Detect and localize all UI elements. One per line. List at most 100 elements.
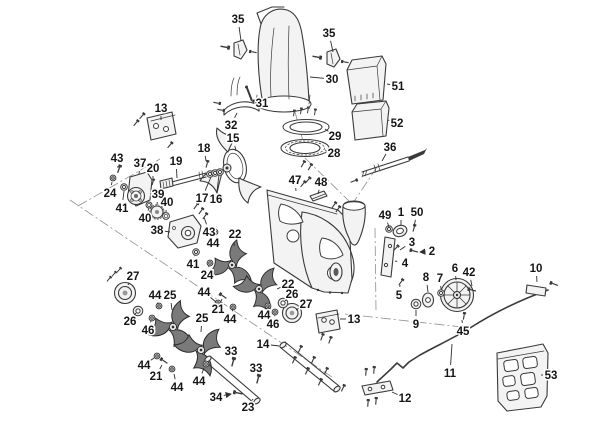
callout-leader-line (127, 282, 130, 286)
callout-leader-line (164, 230, 171, 233)
part-1-bearing (392, 224, 408, 238)
bolt-icon (373, 396, 379, 406)
callout-10: 10 (528, 262, 544, 283)
callout-31: 31 (252, 97, 270, 112)
bolt-icon (203, 159, 211, 169)
callout-label: 42 (463, 267, 476, 279)
callout-44: 44 (256, 305, 272, 324)
callout-leader-line (267, 305, 270, 309)
part-51-cover-box (346, 55, 387, 105)
callout-40: 40 (159, 196, 175, 213)
callout-leader-line (204, 155, 207, 162)
bolt-icon (461, 311, 467, 321)
callout-22: 22 (276, 278, 296, 293)
callout-label: 29 (329, 131, 342, 143)
part-9-bearing (410, 298, 422, 310)
callout-label: 19 (170, 156, 183, 168)
part-13-flange-bracket-upper (146, 111, 177, 141)
callout-label: 26 (286, 289, 299, 301)
callout-leader-line (223, 391, 232, 399)
callout-5: 5 (394, 284, 404, 304)
callout-46: 46 (140, 320, 156, 339)
callout-leader-line (270, 344, 280, 347)
part-47-auger-housing (266, 189, 366, 295)
nut-icon (168, 365, 176, 373)
washer-icon (216, 168, 224, 176)
callout-2: 2 (419, 245, 437, 260)
callout-label: 32 (225, 120, 238, 132)
callout-label: 25 (196, 313, 209, 325)
callout-leader-line (426, 284, 429, 293)
part-29-chute-ring (282, 119, 330, 135)
part-36-chute-crank-shaft (361, 148, 427, 178)
callout-label: 35 (232, 14, 245, 26)
callout-25: 25 (162, 289, 178, 311)
callout-label: 43 (203, 227, 216, 239)
callout-label: 15 (227, 133, 240, 145)
nut-icon (109, 174, 117, 182)
callout-leader-line (381, 153, 387, 162)
callout-50: 50 (409, 206, 425, 228)
bolt-icon (217, 291, 229, 301)
bolt-icon (548, 280, 560, 288)
callout-leader-line (209, 296, 217, 303)
bolt-icon (365, 398, 371, 408)
bolt-icon (311, 53, 323, 61)
bolt-icon (339, 383, 347, 393)
callout-label: 27 (300, 299, 313, 311)
callout-44: 44 (191, 367, 207, 390)
nut-icon (153, 352, 161, 360)
callout-leader-line (386, 83, 391, 86)
bolt-icon (303, 175, 313, 185)
part-32-chute-bracket (223, 76, 260, 116)
callout-25: 25 (194, 312, 210, 333)
callout-48: 48 (313, 176, 329, 195)
part-8-hub (421, 292, 435, 308)
callout-label: 33 (225, 346, 238, 358)
callout-leader-line (134, 312, 137, 315)
callout-label: 5 (396, 290, 403, 302)
callout-label: 31 (256, 98, 269, 110)
callout-leader-line (252, 99, 255, 101)
callout-leader-line (234, 112, 238, 119)
callout-leader-line (201, 367, 205, 374)
callout-53: 53 (541, 369, 559, 384)
callout-leader-line (150, 320, 152, 323)
bolt-icon (110, 269, 118, 278)
callout-leader-line (391, 391, 398, 396)
bolt-icon (197, 206, 206, 216)
bolt-icon (340, 59, 350, 65)
callout-label: 30 (326, 74, 339, 86)
callout-28: 28 (324, 147, 342, 162)
part-48-bracket (309, 190, 328, 202)
callout-44: 44 (147, 289, 163, 305)
callout-1: 1 (396, 206, 406, 225)
callout-26: 26 (284, 288, 300, 303)
callout-32: 32 (223, 112, 239, 134)
callout-leader-line (330, 40, 334, 53)
callout-leader-line (317, 189, 320, 195)
callout-label: 46 (267, 319, 280, 331)
callout-41: 41 (114, 190, 130, 217)
callout-leader-line (387, 119, 390, 121)
callout-label: 44 (198, 287, 211, 299)
callout-label: 37 (134, 158, 147, 170)
bolt-icon (158, 356, 170, 366)
callout-leader-line (157, 302, 159, 305)
callout-20: 20 (145, 162, 161, 179)
callout-8: 8 (421, 271, 431, 293)
callout-4: 4 (394, 257, 410, 272)
callout-label: 4 (402, 258, 409, 270)
callout-37: 37 (132, 157, 148, 175)
callout-label: 40 (139, 213, 152, 225)
callout-label: 43 (111, 153, 124, 165)
callout-33: 33 (248, 362, 264, 377)
part-23-shaft-tube (204, 355, 261, 405)
callout-label: 13 (348, 314, 361, 326)
callout-label: 40 (161, 197, 174, 209)
callout-44: 44 (222, 308, 238, 328)
part-53-guide-plate (496, 343, 549, 412)
callout-45: 45 (455, 319, 471, 340)
part-27-bearing-flange-left (113, 281, 137, 305)
callout-label: 8 (423, 272, 430, 284)
